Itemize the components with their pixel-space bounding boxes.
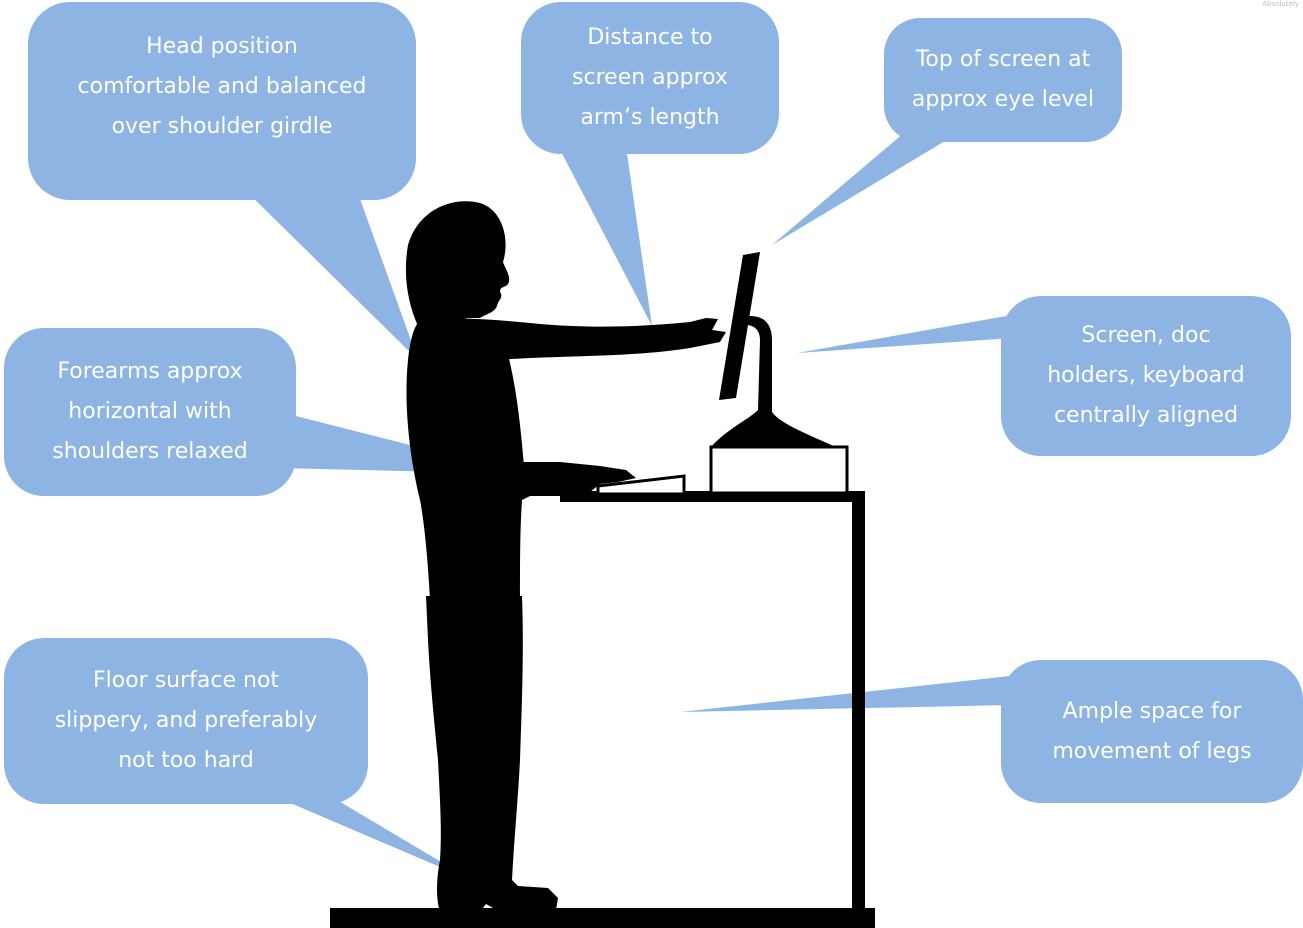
head-callout-balloon: [28, 2, 418, 360]
forearms-callout-text: Forearms approx horizontal with shoulder…: [52, 359, 248, 464]
top-screen-callout: Top of screen at approx eye level: [884, 18, 1122, 142]
forearms-callout: Forearms approx horizontal with shoulder…: [4, 328, 296, 496]
watermark-text: Absolutely: [1262, 0, 1299, 8]
legs-callout: Ample space for movement of legs: [1001, 660, 1303, 803]
top-screen-callout-text: Top of screen at approx eye level: [911, 47, 1095, 112]
desk: [560, 491, 865, 909]
top-screen-callout-balloon: [772, 18, 1122, 245]
distance-callout-text: Distance to screen approx arm’s length: [572, 25, 728, 130]
distance-callout-balloon: [521, 2, 779, 326]
floor-callout-text: Floor surface not slippery, and preferab…: [54, 668, 318, 773]
distance-callout: Distance to screen approx arm’s length: [521, 2, 779, 154]
head-callout: Head position comfortable and balanced o…: [28, 2, 416, 200]
person-silhouette: [405, 201, 726, 912]
monitor: [710, 252, 838, 448]
floor: [330, 908, 875, 928]
alignment-callout-balloon: [797, 296, 1291, 456]
alignment-callout: Screen, doc holders, keyboard centrally …: [1001, 296, 1291, 456]
legs-callout-text: Ample space for movement of legs: [1052, 698, 1252, 764]
keyboard: [596, 474, 686, 496]
head-callout-text: Head position comfortable and balanced o…: [77, 34, 367, 139]
floor-callout: Floor surface not slippery, and preferab…: [4, 638, 368, 804]
legs-callout-balloon: [680, 660, 1303, 803]
alignment-callout-text: Screen, doc holders, keyboard centrally …: [1047, 323, 1245, 428]
floor-callout-balloon: [4, 638, 475, 882]
document-holder: [709, 445, 849, 495]
